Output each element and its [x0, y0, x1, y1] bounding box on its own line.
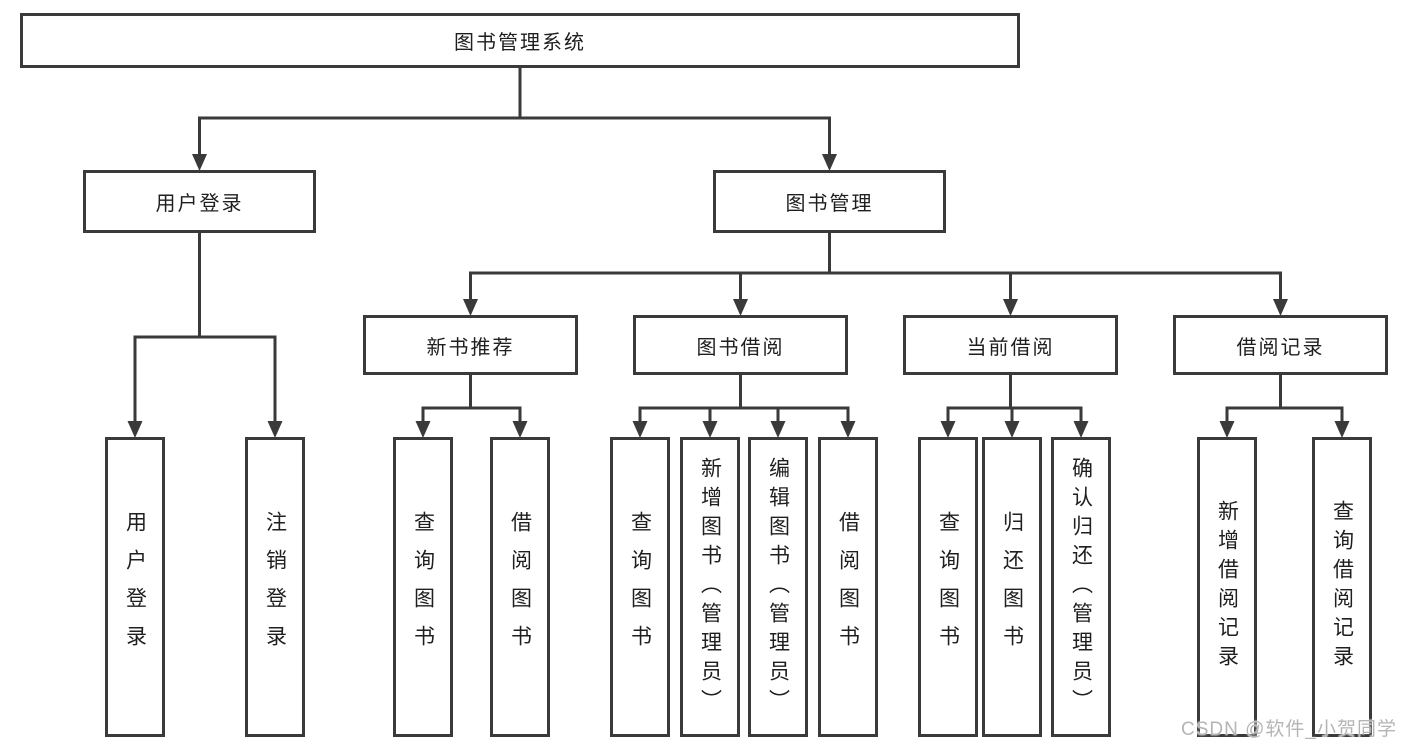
- node-return-books: 归还图书: [982, 437, 1042, 737]
- node-label: 借阅图书: [508, 511, 532, 663]
- node-label: 借阅记录: [1236, 336, 1325, 359]
- node-query-books-current: 查询图书: [918, 437, 978, 737]
- node-user-login: 用户登录: [83, 170, 316, 233]
- node-add-borrow-record: 新增借阅记录: [1197, 437, 1257, 737]
- node-label: 查询图书: [628, 511, 652, 663]
- node-label: 新增借阅记录: [1215, 500, 1239, 674]
- node-label: 新增图书（管理员）: [698, 456, 722, 718]
- node-label: 用户登录: [123, 511, 147, 663]
- node-edit-book-admin: 编辑图书（管理员）: [748, 437, 808, 737]
- node-label: 查询借阅记录: [1330, 500, 1354, 674]
- node-borrow-books-borrowing: 借阅图书: [818, 437, 878, 737]
- node-logout: 注销登录: [245, 437, 305, 737]
- node-borrowing-records: 借阅记录: [1173, 315, 1388, 375]
- node-label: 查询图书: [411, 511, 435, 663]
- node-label: 图书借阅: [696, 336, 785, 359]
- node-label: 用户登录: [155, 193, 244, 215]
- node-query-books-recommend: 查询图书: [393, 437, 453, 737]
- node-new-book-recommendation: 新书推荐: [363, 315, 578, 375]
- node-book-management-system: 图书管理系统: [20, 13, 1020, 68]
- node-label: 新书推荐: [426, 336, 515, 359]
- node-borrow-books-recommend: 借阅图书: [490, 437, 550, 737]
- node-query-books-borrowing: 查询图书: [610, 437, 670, 737]
- node-add-book-admin: 新增图书（管理员）: [680, 437, 740, 737]
- node-label: 查询图书: [936, 511, 960, 663]
- node-label: 编辑图书（管理员）: [766, 456, 790, 718]
- node-label: 注销登录: [263, 511, 287, 663]
- node-confirm-return-admin: 确认归还（管理员）: [1051, 437, 1111, 737]
- node-query-borrow-record: 查询借阅记录: [1312, 437, 1372, 737]
- node-label: 图书管理系统: [454, 32, 586, 54]
- csdn-watermark: CSDN @软件_小贺同学: [1181, 719, 1397, 740]
- node-label: 归还图书: [1000, 511, 1024, 663]
- node-current-borrowing: 当前借阅: [903, 315, 1118, 375]
- node-label: 图书管理: [785, 193, 874, 215]
- node-label: 当前借阅: [966, 336, 1055, 359]
- node-user-login-leaf: 用户登录: [105, 437, 165, 737]
- node-label: 确认归还（管理员）: [1069, 456, 1093, 718]
- node-label: 借阅图书: [836, 511, 860, 663]
- node-book-borrowing: 图书借阅: [633, 315, 848, 375]
- node-book-management: 图书管理: [713, 170, 946, 233]
